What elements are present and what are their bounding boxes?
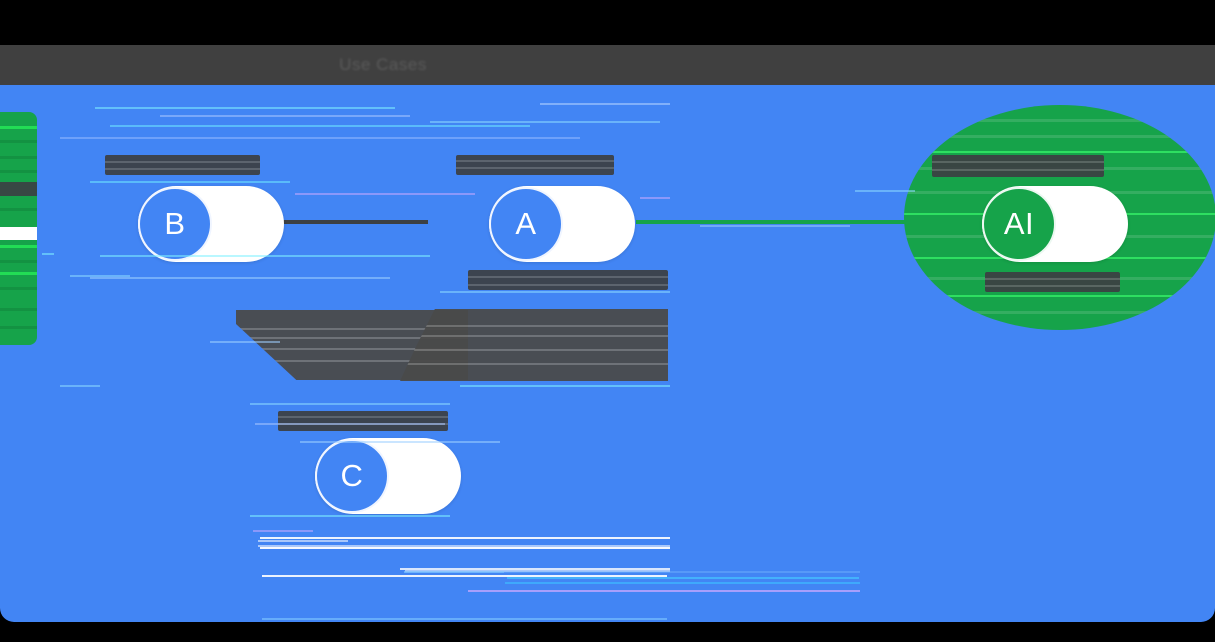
panel-stripe [0, 170, 37, 173]
panel-highlight [0, 245, 37, 248]
panel-stripe [0, 287, 37, 290]
node-b-badge[interactable]: B [138, 187, 212, 261]
node-c-badge-label: C [340, 458, 364, 493]
panel-stripe [0, 140, 37, 143]
node-ai-caption-redacted [932, 155, 1104, 177]
node-b-badge-label: B [164, 206, 186, 241]
node-a-caption-redacted [456, 155, 614, 175]
panel-highlight [0, 126, 37, 129]
node-a-badge-label: A [515, 206, 537, 241]
node-ai-badge-label: AI [1003, 206, 1035, 241]
node-c-badge[interactable]: C [315, 439, 389, 513]
panel-stripe [0, 326, 37, 329]
panel-stripe [0, 308, 37, 311]
panel-stripe [0, 156, 37, 159]
window-title: Use Cases [339, 55, 427, 74]
node-ai-badge[interactable]: AI [982, 187, 1056, 261]
panel-redacted-row [0, 182, 37, 196]
panel-stripe [0, 260, 37, 263]
connector-b-to-a [283, 220, 428, 224]
window-titlebar: Use Cases [0, 45, 1215, 85]
panel-stripe [0, 208, 37, 211]
redacted-wedge-right [400, 309, 668, 381]
node-a-subcaption-redacted [468, 270, 668, 290]
node-a-badge[interactable]: A [489, 187, 563, 261]
node-b-caption-redacted [105, 155, 260, 175]
left-green-panel[interactable] [0, 112, 37, 345]
connector-a-to-ai [636, 220, 1008, 224]
node-ai-subcaption-redacted [985, 272, 1120, 292]
panel-divider [0, 227, 37, 240]
diagram-canvas: B A [0, 85, 1215, 622]
panel-highlight [0, 272, 37, 275]
node-c-caption-redacted [278, 411, 448, 431]
